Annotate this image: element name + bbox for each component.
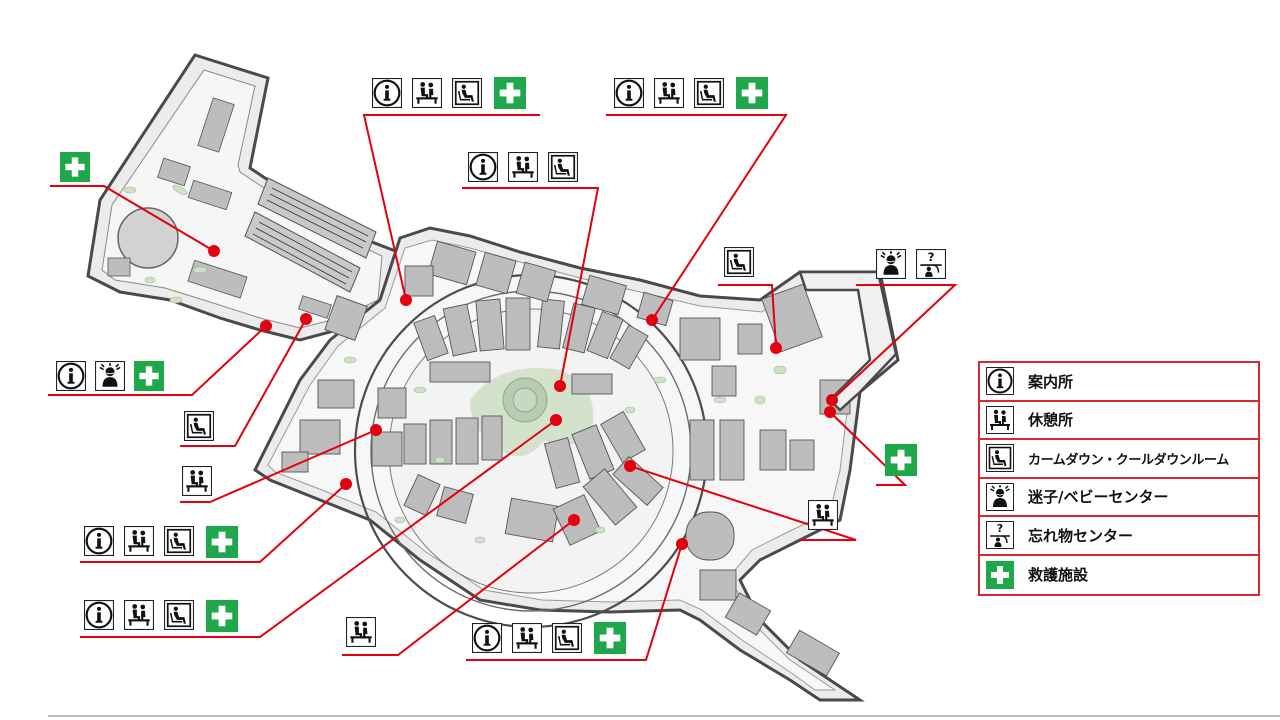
facility-marker[interactable] [260,320,272,332]
rest-area-icon [654,78,684,108]
legend-label: 案内所 [1028,372,1074,391]
first-aid-icon [594,622,626,654]
first-aid-icon [134,361,164,391]
legend-row-calm-down-room: カームダウン・クールダウンルーム [980,440,1258,479]
legend-label: 救護施設 [1028,566,1089,585]
first-aid-icon [986,560,1014,589]
first-aid-icon [494,77,526,109]
calm-down-room-icon [548,152,578,182]
legend-label: 忘れ物センター [1028,526,1134,545]
legend-row-info: 案内所 [980,363,1258,402]
facility-marker[interactable] [554,380,566,392]
info-icon [372,78,402,108]
legend-label: カームダウン・クールダウンルーム [1028,452,1229,468]
info-icon [84,526,114,556]
rest-area-icon [508,152,538,182]
first-aid-icon [206,600,238,632]
first-aid-icon [736,77,768,109]
calm-down-room-icon [184,411,214,441]
facility-marker[interactable] [824,406,836,418]
facility-marker[interactable] [370,424,382,436]
rest-area-icon [124,526,154,556]
facility-marker[interactable] [770,342,782,354]
bottom-divider [48,715,1280,717]
info-icon [56,361,86,391]
first-aid-icon [885,444,917,476]
facility-marker[interactable] [340,478,352,490]
calm-down-room-icon [452,78,482,108]
info-icon [986,367,1014,396]
info-icon [468,152,498,182]
legend-row-lost-and-found: 忘れ物センター [980,517,1258,556]
location-dots [208,245,838,550]
calm-down-room-icon [724,247,754,277]
facility-marker[interactable] [208,245,220,257]
rest-area-icon [412,78,442,108]
facility-marker[interactable] [550,414,562,426]
calm-down-room-icon [164,526,194,556]
calm-down-room-icon [164,600,194,630]
rest-area-icon [124,600,154,630]
lost-child-icon [986,482,1014,511]
rest-area-icon [512,623,542,653]
calm-down-room-icon [694,78,724,108]
facility-marker[interactable] [624,460,636,472]
facility-marker[interactable] [826,394,838,406]
facility-marker[interactable] [676,538,688,550]
lost-child-icon [876,249,906,279]
rest-area-icon [986,405,1014,434]
info-icon [614,78,644,108]
lost-and-found-icon [986,521,1014,550]
info-icon [84,600,114,630]
first-aid-icon [206,526,238,558]
rest-area-icon [808,500,838,530]
facility-marker[interactable] [646,314,658,326]
legend-label: 休憩所 [1028,411,1074,430]
callout-lines [48,114,958,661]
facility-marker[interactable] [300,313,312,325]
legend-row-first-aid: 救護施設 [980,556,1258,595]
legend-label: 迷子/ベビーセンター [1028,488,1169,507]
legend: 案内所 休憩所 カームダウン・クールダウンルーム 迷子/ベビーセンター 忘れ物セ… [978,361,1260,596]
legend-row-lost-child: 迷子/ベビーセンター [980,479,1258,517]
rest-area-icon [182,466,212,496]
info-icon [472,623,502,653]
facility-marker[interactable] [568,514,580,526]
lost-and-found-icon [916,249,946,279]
legend-row-rest-area: 休憩所 [980,402,1258,440]
first-aid-icon [60,152,90,182]
calm-down-room-icon [552,623,582,653]
facility-marker[interactable] [400,294,412,306]
rest-area-icon [346,617,376,647]
calm-down-room-icon [986,444,1014,473]
lost-child-icon [95,361,125,391]
